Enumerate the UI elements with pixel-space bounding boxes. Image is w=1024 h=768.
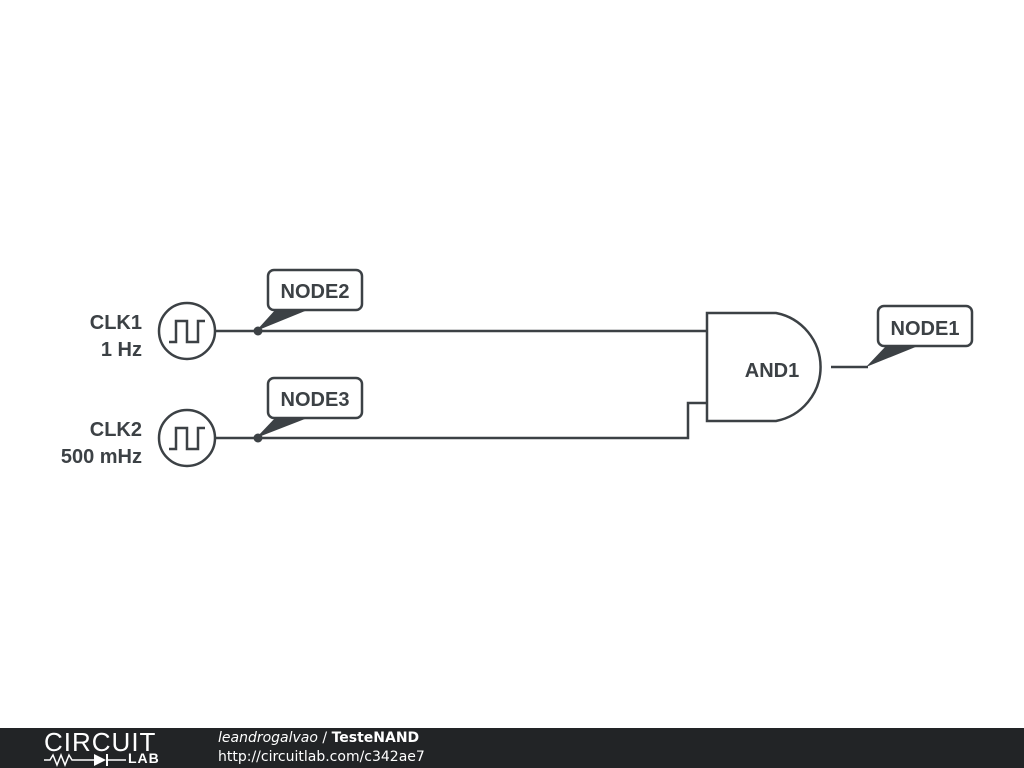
square-wave-icon xyxy=(169,319,205,344)
resistor-diode-logo-icon xyxy=(44,753,126,767)
clk2-name-label: CLK2 xyxy=(90,419,142,441)
and-gate[interactable]: AND1 xyxy=(705,311,822,423)
clk1-name-label: CLK1 xyxy=(90,312,142,334)
node-tag-text: NODE2 xyxy=(281,281,350,303)
footer-title-line: leandrogalvao / TesteNAND xyxy=(218,730,419,747)
wire-clk2-to-and1 xyxy=(215,401,707,440)
node-tag-pointer xyxy=(866,346,918,367)
circuitlab-logo-text: CIRCUIT xyxy=(44,727,157,757)
circuitlab-logo-lab: LAB xyxy=(128,750,160,766)
clock-source-clk1[interactable] xyxy=(157,301,217,361)
and-gate-label: AND1 xyxy=(745,360,799,382)
square-wave-icon xyxy=(169,426,205,451)
author-link[interactable]: leandrogalvao xyxy=(218,730,318,746)
project-url-link[interactable]: http://circuitlab.com/c342ae7 xyxy=(218,749,425,765)
schematic-canvas: CLK1 1 Hz CLK2 500 mHz NODE2 NODE3 AND1 … xyxy=(61,268,974,468)
footer-separator: / xyxy=(317,730,332,746)
footer-bar: CIRCUIT LAB leandrogalvao / TesteNAND ht… xyxy=(0,728,1024,768)
node-tag-pointer xyxy=(256,309,310,331)
clock-source-clk2[interactable] xyxy=(157,408,217,468)
node-tag-box xyxy=(876,304,974,348)
node-label-node2[interactable]: NODE2 xyxy=(256,268,364,331)
clk1-frequency-label: 1 Hz xyxy=(101,339,142,361)
node-tag-box xyxy=(266,268,364,312)
and-gate-body xyxy=(705,311,822,423)
node-tag-box xyxy=(266,376,364,420)
project-title[interactable]: TesteNAND xyxy=(331,730,420,746)
clk2-frequency-label: 500 mHz xyxy=(61,446,142,468)
node-label-node3[interactable]: NODE3 xyxy=(256,376,364,438)
node-tag-text: NODE3 xyxy=(281,389,350,411)
node-tag-text: NODE1 xyxy=(891,318,960,340)
node-tag-pointer xyxy=(256,417,310,438)
node-label-node1[interactable]: NODE1 xyxy=(866,304,974,367)
